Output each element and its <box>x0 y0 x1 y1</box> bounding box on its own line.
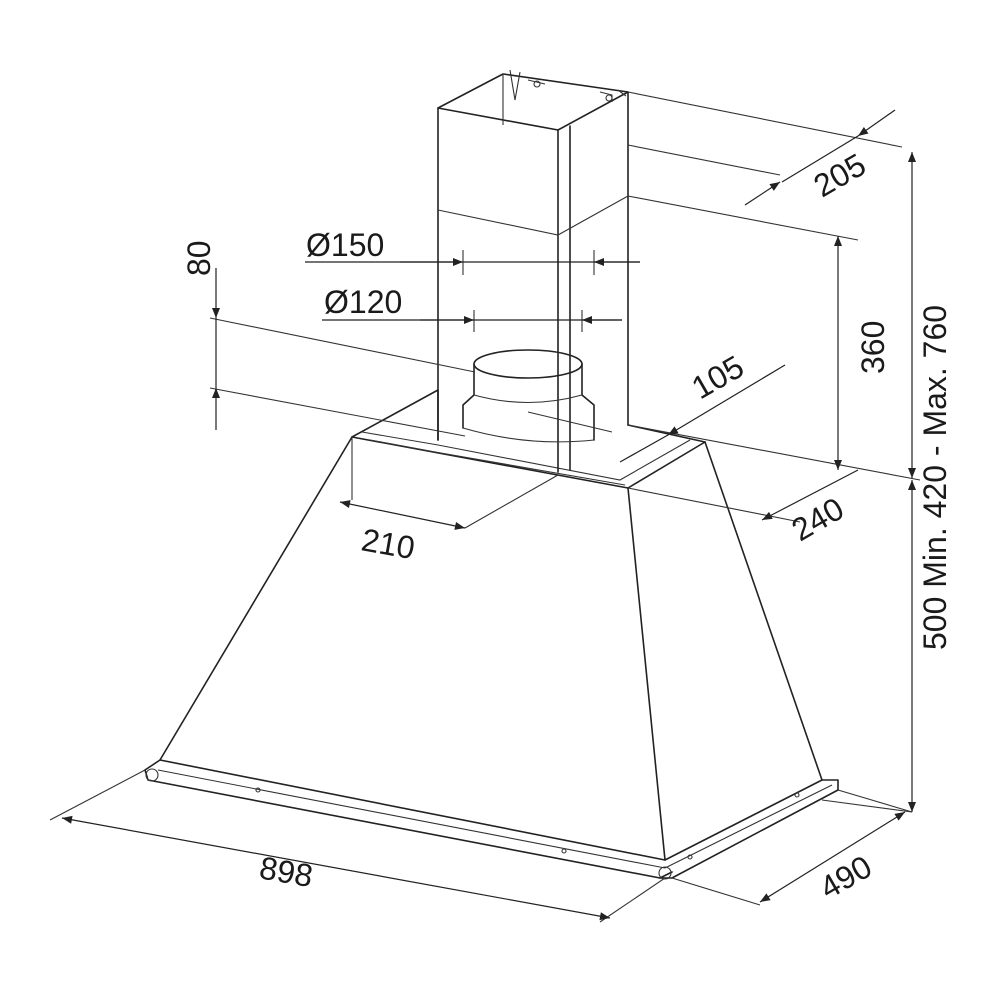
dim-label-490: 490 <box>814 848 878 906</box>
outlet-collar <box>462 349 595 443</box>
chimney-duct <box>437 69 629 473</box>
dim-label-205: 205 <box>808 146 872 204</box>
dim-label-total-height: 500 Min. 420 - Max. 760 <box>917 305 953 650</box>
dim-label-360: 360 <box>855 321 891 374</box>
dimension-lines <box>49 91 921 923</box>
dim-label-105: 105 <box>686 348 750 406</box>
hood-canopy <box>144 389 839 880</box>
dim-label-outlet-150: Ø150 <box>306 227 384 263</box>
dim-label-240: 240 <box>786 490 850 548</box>
dim-label-210: 210 <box>359 521 418 566</box>
dim-label-outlet-120: Ø120 <box>324 284 402 320</box>
dim-label-898: 898 <box>257 849 316 894</box>
dim-label-80: 80 <box>181 240 217 276</box>
